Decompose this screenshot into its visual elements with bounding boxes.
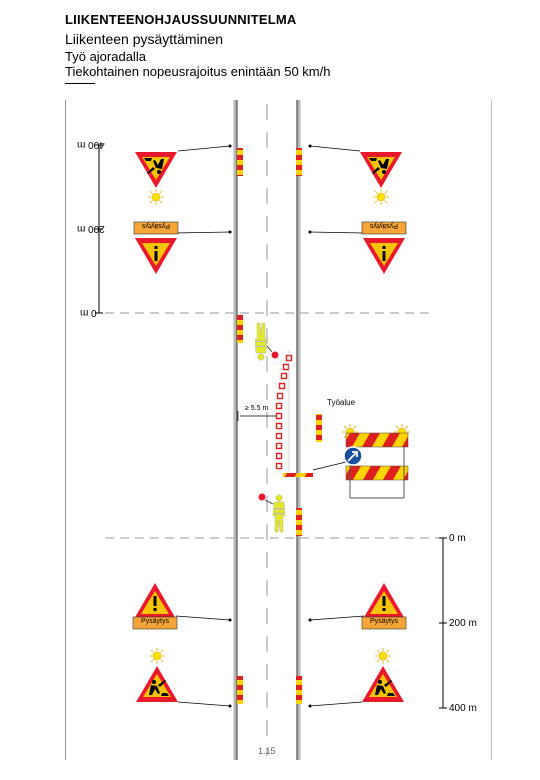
roadworks-sign-top-left	[135, 152, 177, 206]
diagram-frame	[65, 100, 492, 760]
roadworks-sign-bottom-left	[136, 647, 178, 702]
distance-400m-bottom: 400 m	[449, 703, 477, 714]
distance-400m-top: 400 m	[77, 139, 105, 150]
sign-leaders	[174, 145, 365, 707]
clearance-dimension	[237, 411, 276, 421]
distance-scale-right	[439, 537, 447, 709]
traffic-cones	[275, 354, 313, 477]
work-location: Työ ajoradalla	[65, 49, 146, 64]
clearance-label: ≥ 5.5 m	[245, 405, 269, 412]
barrier-assembly	[341, 423, 411, 499]
speed-limit-note: Tiekohtainen nopeusrajoitus enintään 50 …	[65, 64, 331, 79]
stop-plate-bottom-left: Pysäytys	[140, 618, 169, 625]
danger-sign-top-right	[361, 221, 407, 274]
road	[233, 100, 301, 760]
stop-plate-top-right: Pysäytys	[370, 222, 399, 229]
distance-200m-bottom: 200 m	[449, 618, 477, 629]
stop-plate-top-left: Pysäytys	[142, 222, 171, 229]
flagger-upper	[254, 322, 280, 361]
flagger-lower	[257, 492, 286, 533]
distance-0m-top: 0 m	[80, 307, 97, 318]
plan-subtitle: Liikenteen pysäyttäminen	[65, 31, 223, 47]
page-number: 1.15	[258, 746, 276, 756]
distance-200m-top: 200 m	[77, 223, 105, 234]
header-divider	[65, 83, 95, 84]
distance-scale-left	[95, 144, 103, 314]
work-area-label: Työalue	[327, 398, 356, 407]
danger-sign-top-left	[133, 221, 179, 274]
roadworks-sign-top-right	[360, 152, 402, 206]
distance-0m-bottom: 0 m	[449, 533, 466, 544]
reflector-posts	[237, 148, 322, 704]
roadworks-sign-bottom-right	[362, 647, 404, 702]
stop-plate-bottom-right: Pysäytys	[369, 618, 398, 625]
plan-title: LIIKENTEENOHJAUSSUUNNITELMA	[65, 12, 297, 27]
